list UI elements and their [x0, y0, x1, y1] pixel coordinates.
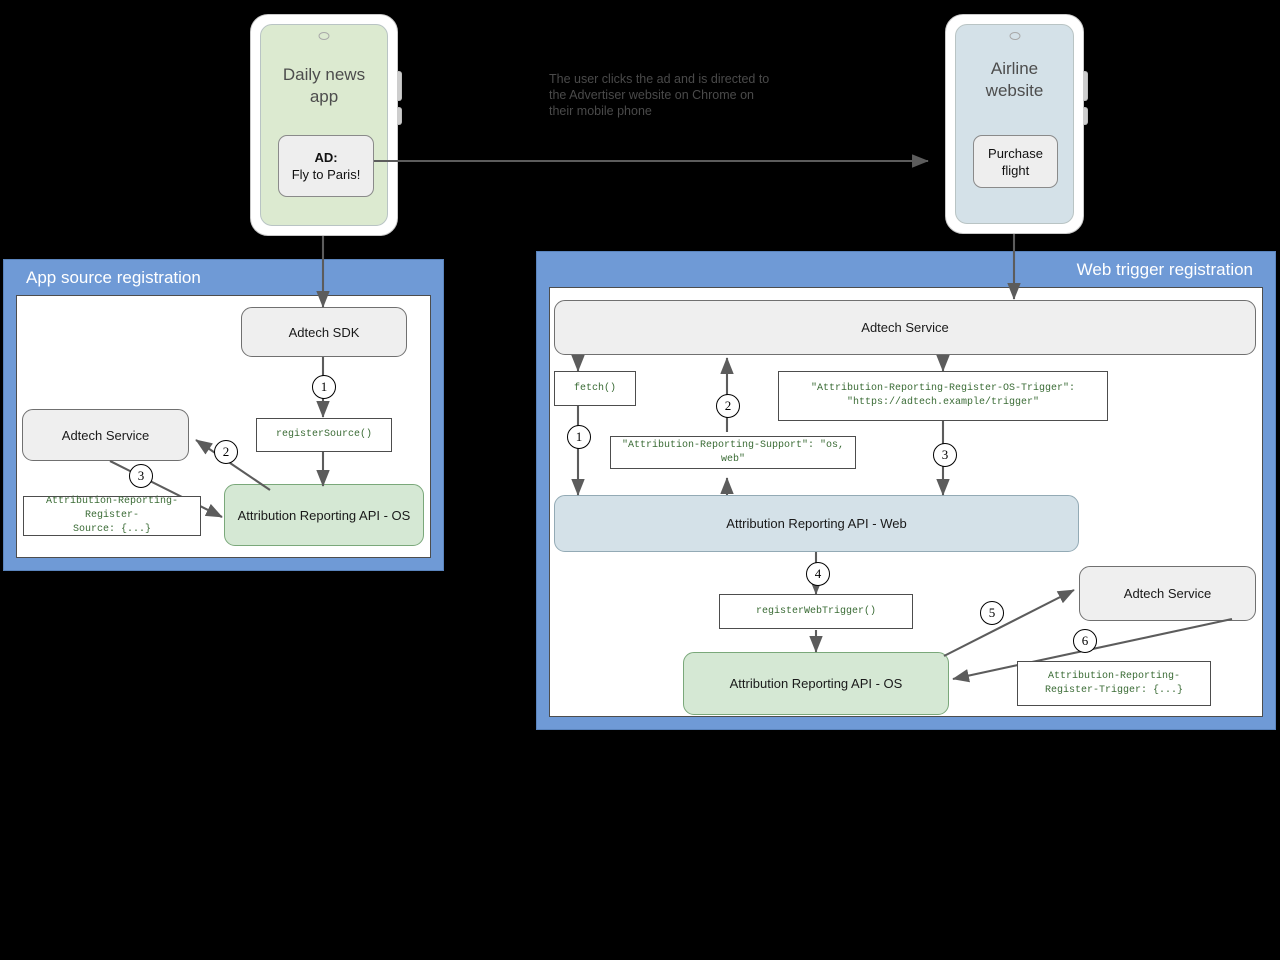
label-register-os-trigger: "Attribution-Reporting-Register-OS-Trigg… [778, 371, 1108, 421]
step-number-5-right: 5 [980, 601, 1004, 625]
label-register-web-trigger: registerWebTrigger() [719, 594, 913, 629]
ad-card-fly-to-paris[interactable]: AD: Fly to Paris! [278, 135, 374, 197]
node-adtech-service-top-right[interactable]: Adtech Service [554, 300, 1256, 355]
panel-title-web-trigger: Web trigger registration [1076, 260, 1253, 279]
phone-button-volume [1083, 71, 1088, 101]
camera-notch-icon [318, 32, 330, 40]
phone-screen-airline: Airline website Purchase flight [955, 24, 1074, 224]
camera-notch-icon [1009, 32, 1020, 40]
step-number-1-right: 1 [567, 425, 591, 449]
step-number-2-right: 2 [716, 394, 740, 418]
purchase-flight-line2: flight [1001, 162, 1030, 178]
label-register-trigger-header: Attribution-Reporting- Register-Trigger:… [1017, 661, 1211, 706]
panel-title-app-source: App source registration [26, 268, 201, 287]
step-number-3-left: 3 [129, 464, 153, 488]
label-fetch: fetch() [554, 371, 636, 406]
node-ar-api-web[interactable]: Attribution Reporting API - Web [554, 495, 1079, 552]
label-register-source-header: Attribution-Reporting-Register- Source: … [23, 496, 201, 536]
step-number-2-left: 2 [214, 440, 238, 464]
purchase-flight-line1: Purchase [988, 145, 1043, 161]
phone-title-daily-news: Daily news app [282, 65, 366, 106]
step-number-4-right: 4 [806, 562, 830, 586]
phone-title-airline: Airline website [985, 59, 1044, 100]
step-number-1-left: 1 [312, 375, 336, 399]
label-register-source: registerSource() [256, 418, 392, 452]
phone-button-power [397, 107, 402, 125]
phone-button-power [1083, 107, 1088, 125]
ad-card-text: Fly to Paris! [291, 167, 361, 182]
phone-daily-news: Daily news app AD: Fly to Paris! [250, 14, 402, 236]
phone-airline-website: Airline website Purchase flight [945, 14, 1088, 234]
node-adtech-service-bottom-right[interactable]: Adtech Service [1079, 566, 1256, 621]
step-number-6-right: 6 [1073, 629, 1097, 653]
ad-card-label: AD: [314, 150, 338, 165]
flow-caption: The user clicks the ad and is directed t… [549, 72, 770, 118]
node-ar-api-os-right[interactable]: Attribution Reporting API - OS [683, 652, 949, 715]
label-support-header: "Attribution-Reporting-Support": "os, we… [610, 436, 856, 469]
phone-button-volume [397, 71, 402, 101]
step-number-3-right: 3 [933, 443, 957, 467]
purchase-flight-card[interactable]: Purchase flight [973, 135, 1058, 188]
node-adtech-sdk[interactable]: Adtech SDK [241, 307, 407, 357]
node-adtech-service-left[interactable]: Adtech Service [22, 409, 189, 461]
node-ar-api-os-left[interactable]: Attribution Reporting API - OS [224, 484, 424, 546]
phone-screen-daily-news: Daily news app AD: Fly to Paris! [260, 24, 388, 226]
